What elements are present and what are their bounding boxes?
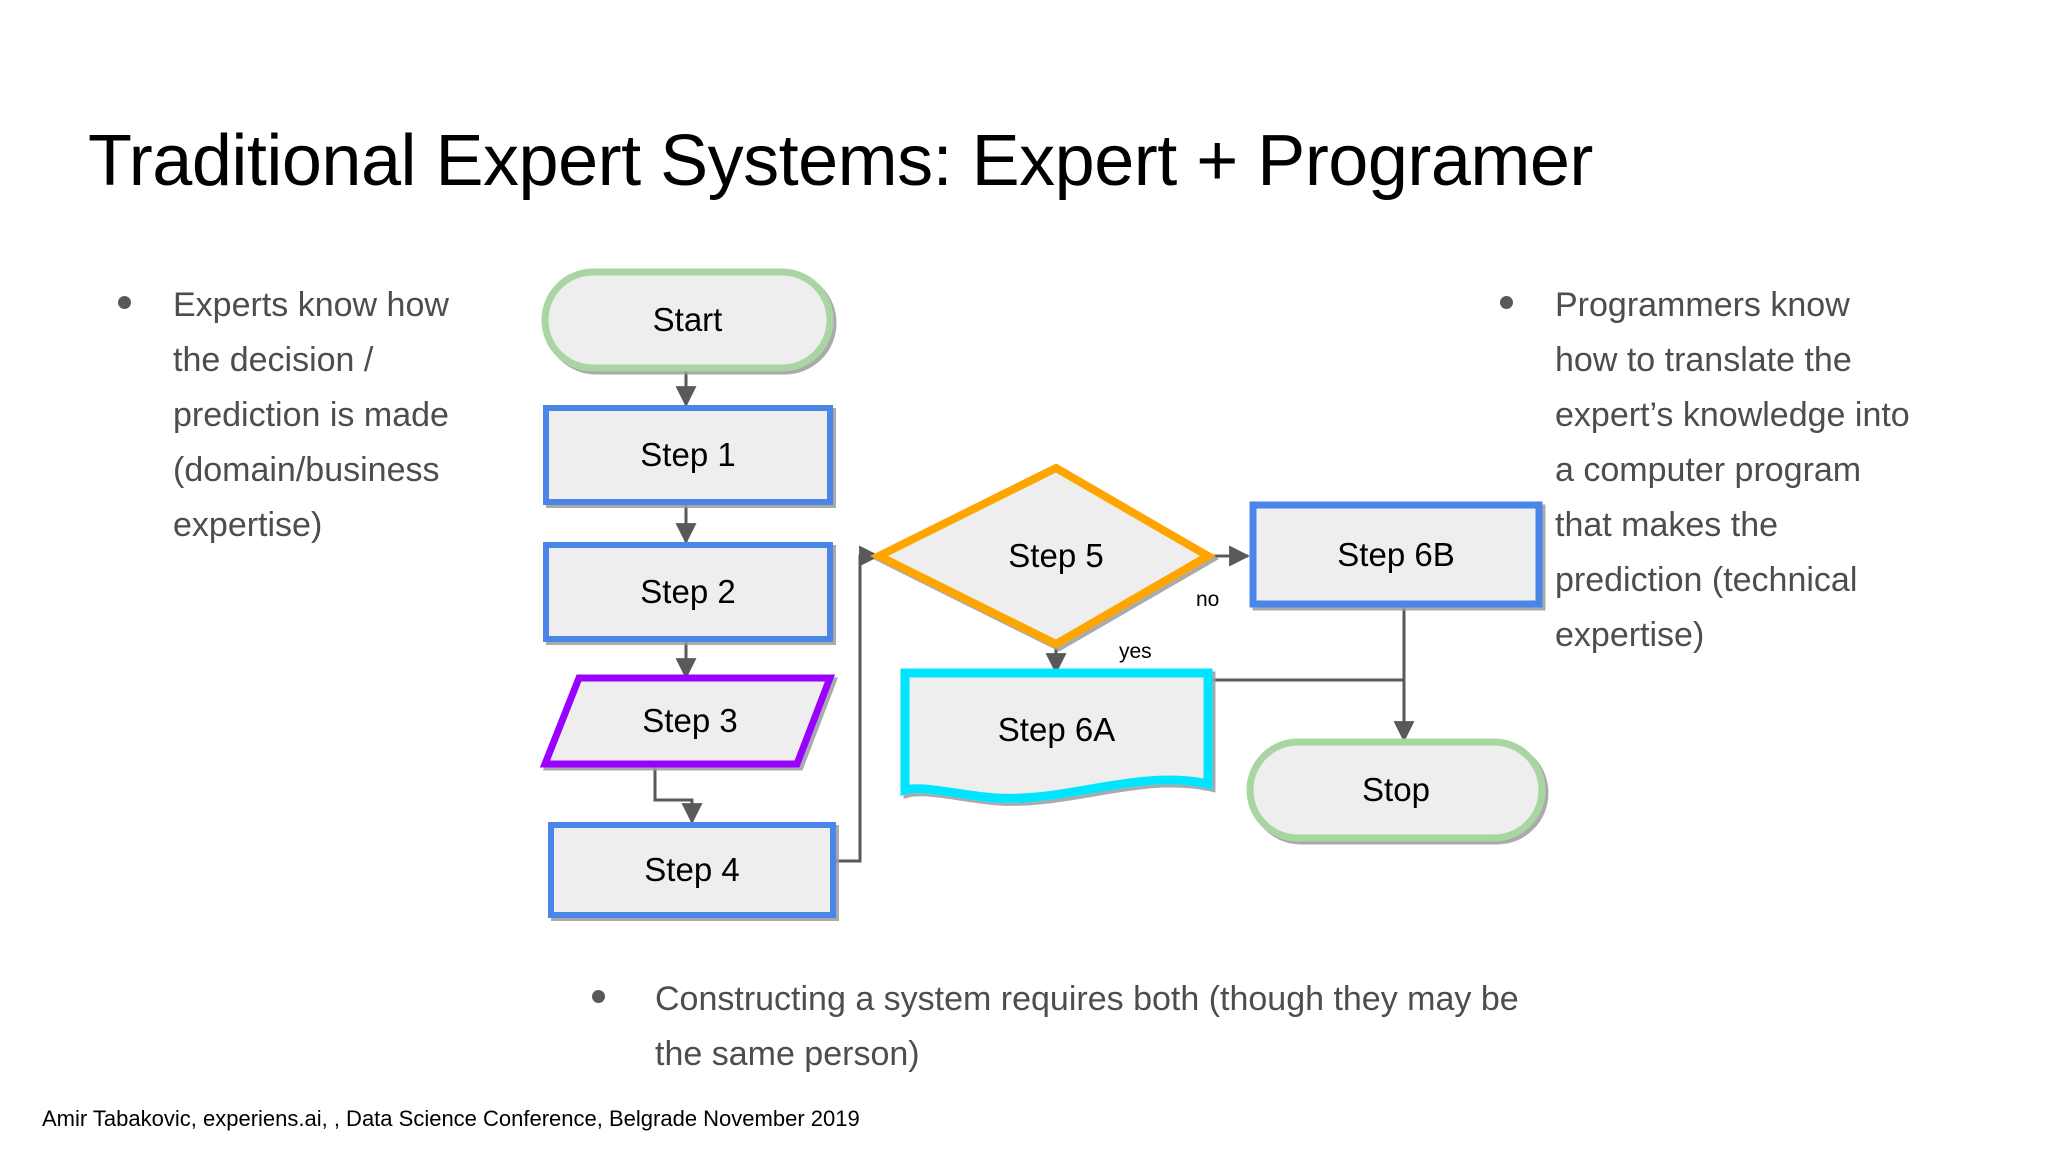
node-step2: [543, 542, 833, 642]
node-step6b-label: Step 6B: [1337, 535, 1455, 573]
page-title: Traditional Expert Systems: Expert + Pro…: [88, 121, 1593, 201]
node-step1: [543, 405, 833, 505]
connector-step4-step5: [833, 545, 881, 863]
node-step5: [870, 463, 1216, 649]
bullet-bottom: Constructing a system requires both (tho…: [592, 972, 1552, 1082]
node-step3-label: Step 3: [642, 702, 738, 739]
bullet-right-text: Programmers know how to translate the ex…: [1555, 286, 1910, 654]
bullet-dot-icon: [1500, 296, 1513, 309]
edge-label-no: no: [1196, 588, 1220, 611]
node-stop-label: Stop: [1362, 771, 1430, 808]
node-step1-label: Step 1: [640, 436, 736, 473]
connector-group: [653, 368, 1415, 863]
connector-step3-step4: [653, 764, 703, 825]
node-step6a: [900, 668, 1213, 803]
bullet-bottom-text: Constructing a system requires both (tho…: [655, 980, 1519, 1073]
bullet-dot-icon: [118, 296, 131, 309]
node-step5-label: Step 5: [1008, 537, 1104, 574]
bullet-left: Experts know how the decision / predicti…: [118, 278, 478, 553]
node-step3: [539, 674, 836, 768]
node-step6b: [1249, 501, 1543, 608]
node-step4: [548, 822, 836, 918]
node-step4-label: Step 4: [644, 851, 740, 888]
bullet-left-text: Experts know how the decision / predicti…: [173, 286, 449, 544]
bullet-right: Programmers know how to translate the ex…: [1500, 278, 1920, 663]
node-start: [541, 268, 834, 372]
edge-label-yes: yes: [1119, 640, 1152, 663]
node-start-label: Start: [652, 301, 723, 338]
node-step6a-label: Step 6A: [997, 711, 1116, 748]
node-stop: [1246, 738, 1546, 842]
footer-text: Amir Tabakovic, experiens.ai, , Data Sci…: [42, 1106, 860, 1131]
node-step2-label: Step 2: [640, 573, 736, 610]
bullet-dot-icon: [592, 990, 605, 1003]
